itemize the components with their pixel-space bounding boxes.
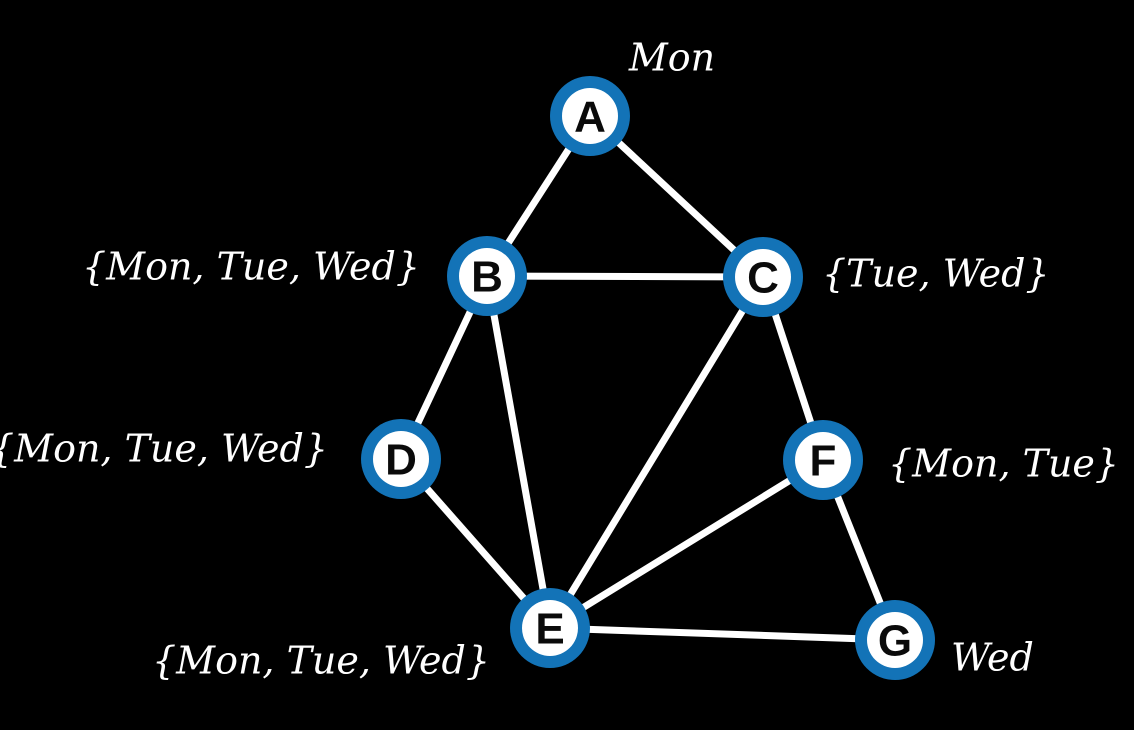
edge-E-F (546, 456, 827, 632)
node-letter-G: G (878, 617, 912, 666)
domain-label-F: {Mon, Tue} (888, 442, 1119, 486)
node-face-D (373, 431, 429, 487)
edge-B-C (483, 272, 767, 281)
domain-label-B: {Mon, Tue, Wed} (82, 245, 420, 289)
nodes-layer: A B C D F E G (361, 76, 935, 680)
node-face-A (562, 88, 618, 144)
edge-B-E (483, 272, 554, 632)
node-face-F (795, 432, 851, 488)
node-letter-E: E (535, 605, 564, 654)
edges-layer (397, 112, 899, 644)
node-D: D (361, 419, 441, 499)
node-B: B (447, 236, 527, 316)
node-letter-F: F (810, 437, 837, 486)
node-E: E (510, 588, 590, 668)
edge-C-E (546, 273, 767, 632)
node-letter-A: A (574, 93, 606, 142)
node-F: F (783, 420, 863, 500)
domain-label-C: {Tue, Wed} (822, 252, 1050, 296)
node-letter-C: C (747, 254, 779, 303)
node-face-B (459, 248, 515, 304)
node-letter-B: B (471, 253, 503, 302)
node-face-E (522, 600, 578, 656)
node-A: A (550, 76, 630, 156)
domain-label-D: {Mon, Tue, Wed} (0, 427, 328, 471)
domain-label-A: Mon (628, 36, 715, 80)
node-G: G (855, 600, 935, 680)
node-face-C (735, 249, 791, 305)
domain-label-G: Wed (951, 636, 1034, 680)
domain-label-E: {Mon, Tue, Wed} (152, 639, 490, 683)
edge-E-G (546, 624, 899, 644)
node-face-G (867, 612, 923, 668)
labels-layer: Mon {Mon, Tue, Wed} {Tue, Wed} {Mon, Tue, W… (0, 36, 1119, 683)
node-C: C (723, 237, 803, 317)
node-letter-D: D (385, 436, 417, 485)
